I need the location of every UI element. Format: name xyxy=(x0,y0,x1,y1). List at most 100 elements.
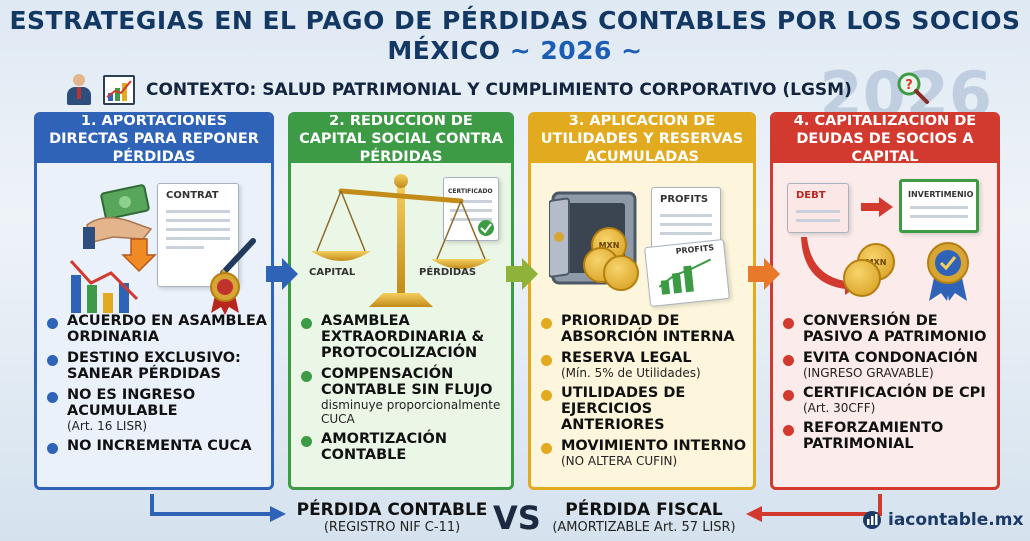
panel-1-bullets: Acuerdo en Asamblea Ordinaria Destino ex… xyxy=(37,313,271,454)
investment-certificate: INVERTIMENIO xyxy=(899,179,979,233)
context-text: CONTEXTO: SALUD PATRIMONIAL Y CUMPLIMIEN… xyxy=(146,80,852,100)
bullet-text: Prioridad de absorción interna xyxy=(561,313,735,345)
panel-2-bullets: Asamblea Extraordinaria & Protocolizació… xyxy=(291,313,511,463)
panel-4-bullets: Conversión de pasivo a patrimonio Evita … xyxy=(773,313,997,452)
right-arrow-icon xyxy=(861,197,893,217)
list-item: No es ingreso acumulable(Art. 16 LISR) xyxy=(47,387,267,433)
bottom-connector-arrows xyxy=(150,494,882,522)
brand-text: iacontable.mx xyxy=(888,510,1024,530)
list-item: Asamblea Extraordinaria & Protocolizació… xyxy=(301,313,507,361)
balance-scale-icon xyxy=(311,174,491,307)
bullet-subtext: (NO ALTERA CUFIN) xyxy=(561,454,678,468)
panel-retained-earnings: 3. APLICACIÓN DE UTILIDADES Y RESERVAS A… xyxy=(528,112,756,490)
brand-logo: iacontable.mx xyxy=(862,510,1023,530)
coin xyxy=(843,259,881,297)
list-item: Certificación de CPI(Art. 30CFF) xyxy=(783,385,993,415)
versus-label: VS xyxy=(493,499,541,537)
accounting-loss-subtitle: (REGISTRO NIF C-11) xyxy=(323,520,461,535)
coin xyxy=(603,255,639,291)
panel-3-heading: 3. APLICACIÓN DE UTILIDADES Y RESERVAS A… xyxy=(531,115,753,165)
bullet-text: Destino exclusivo: Sanear pérdidas xyxy=(67,350,241,382)
coin-label: MXN xyxy=(865,257,887,267)
bullet-text: Compensación contable sin flujo xyxy=(321,366,493,398)
panel-debt-capitalization: 4. CAPITALIZACIÓN DE DEUDAS DE SOCIOS A … xyxy=(770,112,1000,490)
bullet-text: Evita condonación xyxy=(803,350,978,366)
tax-loss-subtitle: (AMORTIZABLE Art. 57 LISR) xyxy=(552,520,736,535)
magnifier-icon: ? xyxy=(895,70,931,106)
bullet-subtext: disminuye proporcionalmente CUCA xyxy=(321,398,501,426)
bullet-text: Utilidades de ejercicios anteriores xyxy=(561,385,686,433)
bullet-text: Asamblea Extraordinaria & Protocolizació… xyxy=(321,313,485,361)
tax-loss-label: PÉRDIDA FISCAL (AMORTIZABLE Art. 57 LISR… xyxy=(544,500,744,535)
curved-arrow-icon xyxy=(801,237,859,295)
list-item: Evita condonación(INGRESO GRAVABLE) xyxy=(783,350,993,380)
flow-arrow-3-icon xyxy=(748,258,780,290)
panel-capital-reduction: 2. REDUCCIÓN DE CAPITAL SOCIAL CONTRA PÉ… xyxy=(288,112,514,490)
bullet-text: No es ingreso acumulable xyxy=(67,387,196,419)
panel-3-illustration: MXN PROFITS PROFITS xyxy=(531,163,753,313)
bullet-text: Acuerdo en Asamblea Ordinaria xyxy=(67,313,267,345)
bullet-subtext: (INGRESO GRAVABLE) xyxy=(803,366,934,380)
blue-badge-icon xyxy=(927,242,969,301)
bullet-subtext: (Art. 30CFF) xyxy=(803,401,876,415)
list-item: Reforzamiento patrimonial xyxy=(783,420,993,452)
profits-report-label: PROFITS xyxy=(675,243,715,257)
accounting-loss-title: PÉRDIDA CONTABLE xyxy=(296,500,488,520)
panel-1-heading: 1. APORTACIONES DIRECTAS PARA REPONER PÉ… xyxy=(37,115,271,165)
flow-arrow-2-icon xyxy=(506,258,538,290)
debt-document: DEBT xyxy=(787,183,849,233)
debt-label: DEBT xyxy=(796,190,826,201)
list-item: No incrementa CUCA xyxy=(47,438,267,454)
award-seal-icon xyxy=(210,272,240,315)
coin-label: MXN xyxy=(598,240,620,250)
tax-loss-title: PÉRDIDA FISCAL xyxy=(565,500,723,520)
profits-label: PROFITS xyxy=(660,194,709,205)
businessman-icon xyxy=(62,73,96,107)
list-item: Reserva legal(Mín. 5% de Utilidades) xyxy=(541,350,749,380)
bullet-text: Conversión de pasivo a patrimonio xyxy=(803,313,987,345)
list-item: Destino exclusivo: Sanear pérdidas xyxy=(47,350,267,382)
title-country: MÉXICO xyxy=(387,36,510,65)
flow-arrow-1-icon xyxy=(266,258,298,290)
bullet-text: Reserva legal xyxy=(561,350,692,366)
bullet-subtext: (Art. 16 LISR) xyxy=(67,419,148,433)
scale-left-label: CAPITAL xyxy=(309,267,356,278)
profits-report-document: PROFITS xyxy=(644,238,730,308)
certificate-label: CERTIFICADO xyxy=(448,188,493,195)
panel-2-illustration: CERTIFICADO CAPITAL PÉRDIDAS xyxy=(291,163,511,313)
title-line-2: MÉXICO ~ 2026 ~ xyxy=(0,36,1030,66)
bullet-text: No incrementa CUCA xyxy=(67,438,252,454)
certificate-label: INVERTIMENIO xyxy=(908,190,974,199)
bar-logo-icon xyxy=(863,511,881,529)
down-arrow-icon xyxy=(121,238,157,273)
bullet-text: Certificación de CPI xyxy=(803,385,986,401)
bullet-text: Movimiento interno xyxy=(561,438,747,454)
check-badge-icon xyxy=(478,220,494,236)
bullet-text: Reforzamiento patrimonial xyxy=(803,420,944,452)
page-title: ESTRATEGIAS EN EL PAGO DE PÉRDIDAS CONTA… xyxy=(0,6,1030,66)
title-year: ~ 2026 ~ xyxy=(509,36,643,65)
panel-4-heading: 4. CAPITALIZACIÓN DE DEUDAS DE SOCIOS A … xyxy=(773,115,997,165)
list-item: Conversión de pasivo a patrimonio xyxy=(783,313,993,345)
list-item: Utilidades de ejercicios anteriores xyxy=(541,385,749,433)
svg-text:?: ? xyxy=(905,78,913,93)
panel-4-illustration: DEBT INVERTIMENIO MXN xyxy=(773,163,997,313)
list-item: Compensación contable sin flujodisminuye… xyxy=(301,366,507,426)
panel-1-illustration: CONTRAT xyxy=(37,163,271,315)
contract-label: CONTRAT xyxy=(166,190,219,201)
growth-chart-icon xyxy=(102,73,136,107)
scale-right-label: PÉRDIDAS xyxy=(419,267,477,278)
title-line-1: ESTRATEGIAS EN EL PAGO DE PÉRDIDAS CONTA… xyxy=(9,6,1021,35)
list-item: Prioridad de absorción interna xyxy=(541,313,749,345)
certificate-document: CERTIFICADO xyxy=(443,177,499,241)
list-item: Acuerdo en Asamblea Ordinaria xyxy=(47,313,267,345)
accounting-loss-label: PÉRDIDA CONTABLE (REGISTRO NIF C-11) xyxy=(292,500,492,535)
bullet-subtext: (Mín. 5% de Utilidades) xyxy=(561,366,701,380)
list-item: Amortización contable xyxy=(301,431,507,463)
list-item: Movimiento interno(NO ALTERA CUFIN) xyxy=(541,438,749,468)
money-hand-icon xyxy=(83,184,153,249)
falling-bar-chart-icon xyxy=(69,259,139,313)
panel-3-bullets: Prioridad de absorción interna Reserva l… xyxy=(531,313,753,468)
panel-2-heading: 2. REDUCCIÓN DE CAPITAL SOCIAL CONTRA PÉ… xyxy=(291,115,511,165)
panel-direct-contributions: 1. APORTACIONES DIRECTAS PARA REPONER PÉ… xyxy=(34,112,274,490)
